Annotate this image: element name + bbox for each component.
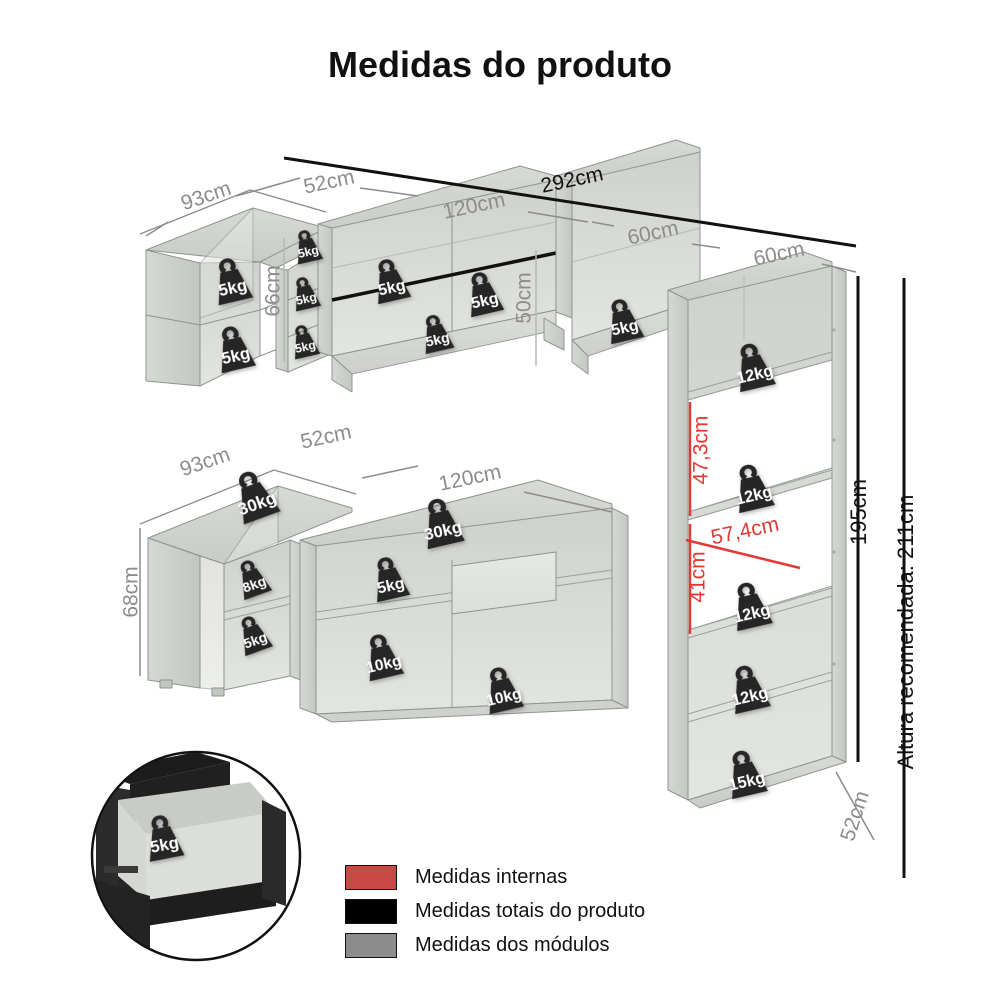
- page-title: Medidas do produto: [328, 44, 672, 85]
- lower-left-cabinet: [147, 485, 353, 697]
- dimension-col-rec-211: Altura recomendada: 211cm: [893, 494, 918, 770]
- drawer-detail-callout: [90, 750, 302, 962]
- legend-swatch-total: [345, 898, 397, 924]
- legend-swatch-modules: [345, 932, 397, 958]
- legend-label-modules: Medidas dos módulos: [415, 933, 610, 956]
- lower-120-module: [299, 479, 629, 723]
- legend-item-total: Medidas totais do produto: [345, 894, 645, 928]
- legend: Medidas internas Medidas totais do produ…: [345, 860, 645, 962]
- legend-label-total: Medidas totais do produto: [415, 899, 646, 922]
- legend-swatch-internal: [345, 864, 397, 890]
- dimension-upper-h-50: 50cm: [512, 272, 536, 324]
- dimension-lower-h-68: 68cm: [119, 566, 143, 618]
- tall-column: [667, 251, 847, 809]
- legend-label-internal: Medidas internas: [415, 865, 568, 888]
- dimension-upper-h-66: 66cm: [261, 265, 285, 317]
- dimension-col-h-195: 195cm: [846, 478, 871, 546]
- legend-item-modules: Medidas dos módulos: [345, 928, 645, 962]
- dimension-col-int-41: 41cm: [686, 551, 710, 603]
- legend-item-internal: Medidas internas: [345, 860, 645, 894]
- dimension-col-int-473: 47,3cm: [689, 415, 713, 485]
